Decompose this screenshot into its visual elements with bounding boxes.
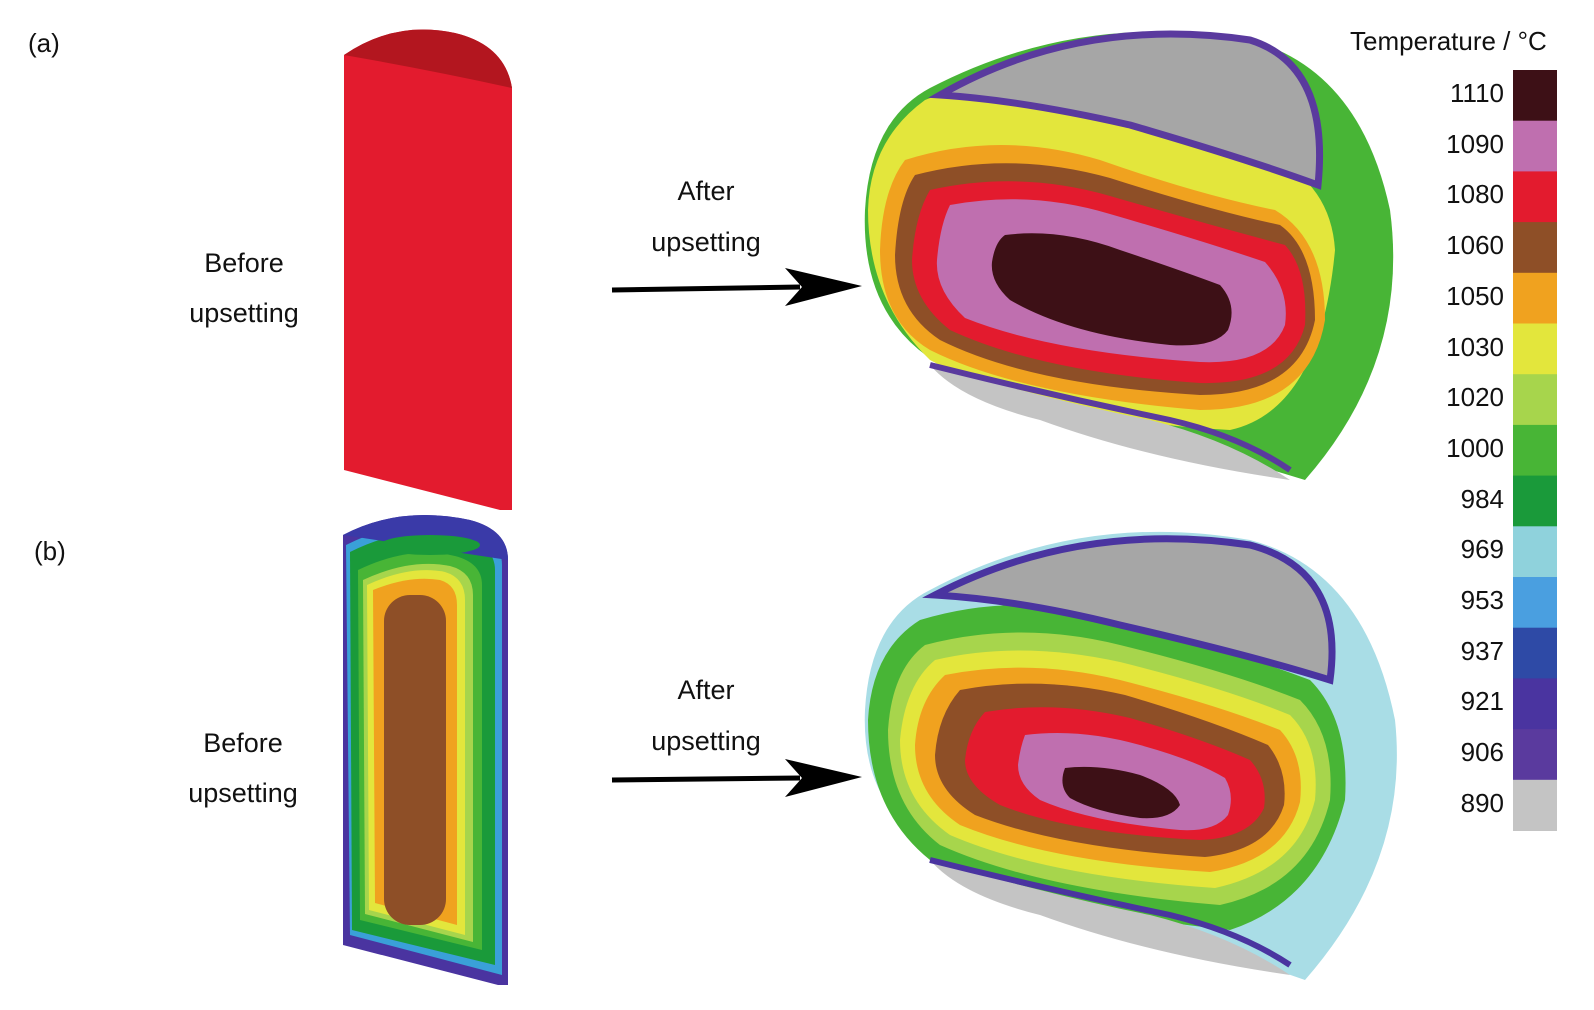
- legend-tick-1080: 1080: [1446, 179, 1504, 210]
- panel-label-b: (b): [34, 536, 66, 566]
- before-label-b-line2: upsetting: [188, 778, 298, 808]
- billet-a-before: [344, 29, 512, 511]
- before-label-b-line1: Before: [203, 728, 283, 758]
- legend-tick-1030: 1030: [1446, 331, 1504, 362]
- disc-b-after: [864, 531, 1397, 980]
- legend-tick-1110: 1110: [1450, 78, 1504, 108]
- legend-swatch-984: [1513, 475, 1557, 527]
- legend-tick-1020: 1020: [1446, 382, 1504, 413]
- legend-tick-890: 890: [1460, 787, 1504, 818]
- after-label-a-line2: upsetting: [651, 227, 761, 257]
- legend-swatch-921: [1513, 678, 1557, 730]
- legend-tick-906: 906: [1460, 737, 1504, 768]
- legend-swatch-1050: [1513, 272, 1557, 324]
- arrow-b: [611, 759, 862, 797]
- after-label-a-line1: After: [677, 176, 735, 206]
- billet-b-before: [343, 515, 508, 985]
- legend-swatch-969: [1513, 526, 1557, 578]
- legend-tick-921: 921: [1460, 686, 1504, 717]
- legend-tick-1000: 1000: [1446, 432, 1504, 463]
- legend-swatch-1080: [1513, 171, 1557, 223]
- disc-a-after: [864, 30, 1394, 481]
- before-label-a-line1: Before: [204, 248, 284, 278]
- after-label-b-line2: upsetting: [651, 726, 761, 756]
- legend-swatch-1110: [1513, 70, 1557, 122]
- before-label-a-line2: upsetting: [189, 298, 299, 328]
- legend-tick-1050: 1050: [1446, 280, 1504, 311]
- panel-label-a: (a): [28, 28, 60, 58]
- legend-tick-1090: 1090: [1446, 128, 1504, 159]
- legend-color-bar: [1513, 70, 1557, 831]
- legend-swatch-1000: [1513, 424, 1557, 477]
- legend-swatch-890: [1513, 779, 1557, 831]
- legend-swatch-1030: [1513, 323, 1557, 375]
- legend-swatch-937: [1513, 627, 1557, 679]
- legend-swatch-1020: [1513, 374, 1557, 426]
- legend-tick-969: 969: [1460, 534, 1504, 565]
- arrow-a: [611, 268, 862, 306]
- legend-title: Temperature / °C: [1350, 26, 1547, 56]
- legend-swatch-953: [1513, 577, 1557, 629]
- after-label-b-line1: After: [677, 675, 735, 705]
- legend-tick-937: 937: [1460, 635, 1504, 666]
- legend-tick-984: 984: [1460, 483, 1504, 514]
- legend-swatch-1090: [1513, 120, 1557, 172]
- legend-tick-1060: 1060: [1446, 230, 1504, 261]
- legend-swatch-1060: [1513, 222, 1557, 274]
- legend-swatch-906: [1513, 729, 1557, 781]
- legend-tick-953: 953: [1460, 585, 1504, 615]
